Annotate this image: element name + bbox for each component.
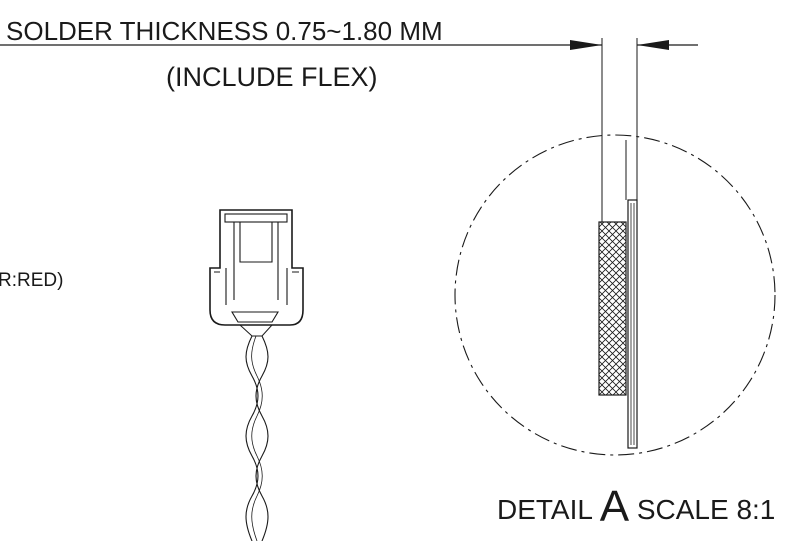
detail-scale: SCALE 8:1 [636,494,776,525]
detail-a-view [454,134,776,456]
wire-color-label: R:RED) [0,270,64,291]
twisted-wire [245,335,269,541]
detail-letter: A [599,482,630,531]
detail-boundary-circle [454,134,776,456]
left-arrowhead [570,40,602,50]
solder-block [598,221,627,396]
solder-thickness-label: SOLDER THICKNESS 0.75~1.80 MM [6,16,443,46]
detail-title: DETAIL A SCALE 8:1 [497,482,775,532]
include-flex-label: (INCLUDE FLEX) [166,62,378,92]
connector [209,209,304,337]
connector-housing [209,209,304,326]
thickness-dimension [0,38,698,222]
flex-strip [627,199,638,449]
detail-prefix: DETAIL [497,494,592,525]
